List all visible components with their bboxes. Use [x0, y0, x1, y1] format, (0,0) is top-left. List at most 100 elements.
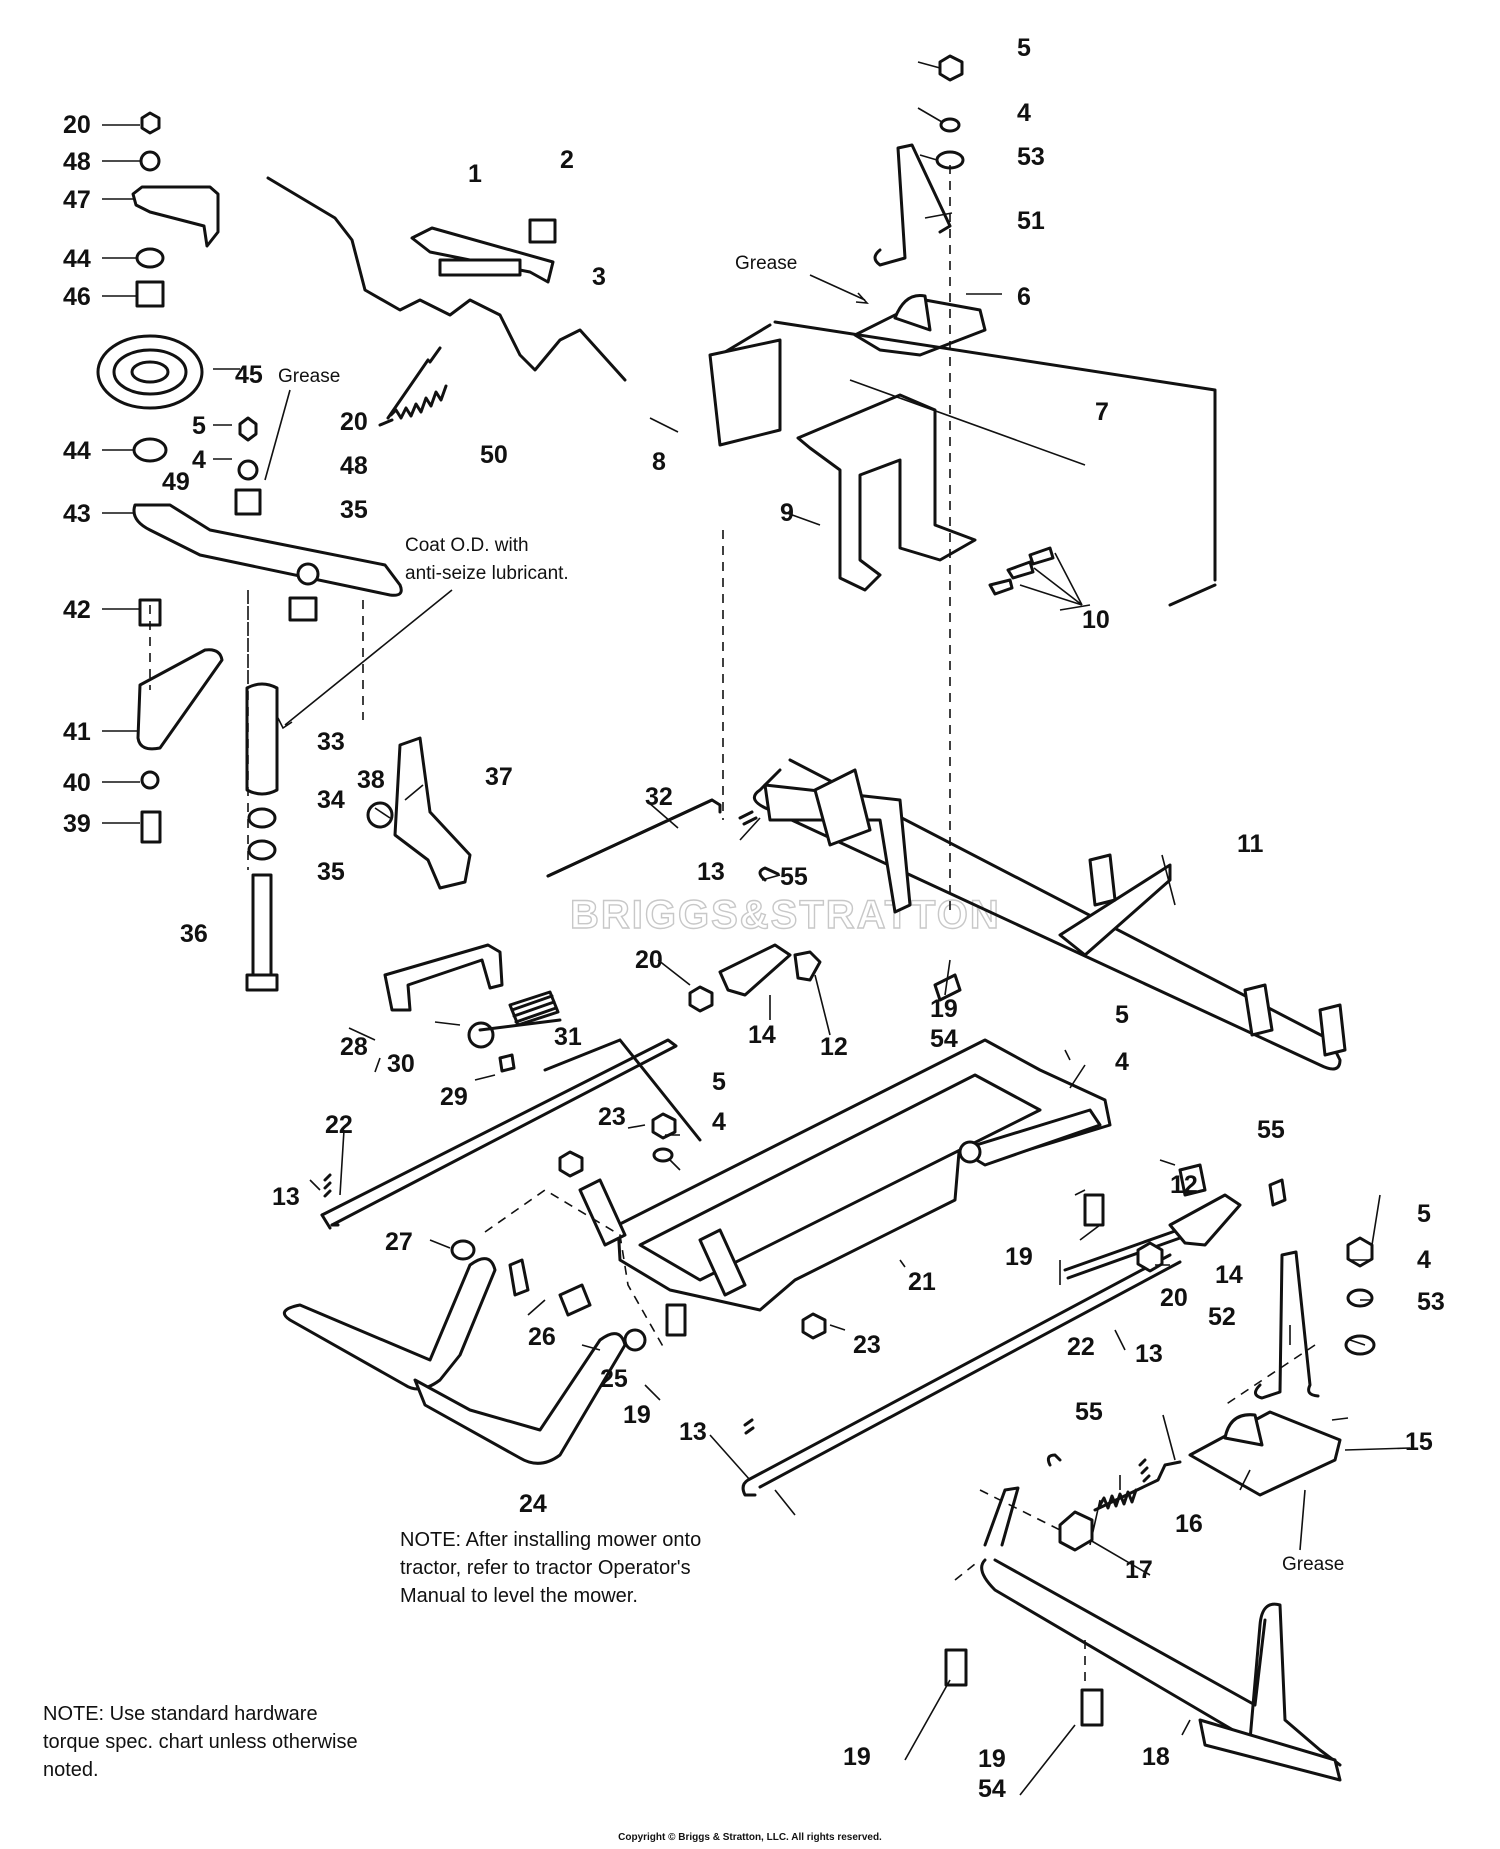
install-note: NOTE: After installing mower onto tracto…	[400, 1529, 702, 1607]
linkage-group	[366, 736, 822, 1073]
front-bracket-group	[708, 54, 1217, 910]
rear-hanger-group	[944, 1236, 1376, 1782]
callout-13: 13	[1135, 1340, 1163, 1368]
callout-1: 1	[468, 160, 482, 188]
callout-20: 20	[63, 111, 91, 139]
callout-13: 13	[272, 1183, 300, 1211]
callout-26: 26	[528, 1323, 556, 1351]
callout-48: 48	[63, 148, 91, 176]
callout-5: 5	[1115, 1001, 1129, 1029]
callout-4: 4	[1115, 1048, 1129, 1076]
callout-51: 51	[1017, 207, 1045, 235]
callout-3: 3	[592, 263, 606, 291]
callout-6: 6	[1017, 283, 1031, 311]
callout-8: 8	[652, 448, 666, 476]
lift-shaft-group	[752, 758, 1347, 1071]
callout-42: 42	[63, 596, 91, 624]
callout-19: 19	[978, 1745, 1006, 1773]
watermark: BRIGGS&STRATTON	[570, 893, 1001, 937]
callout-34: 34	[317, 786, 345, 814]
callout-19: 19	[843, 1743, 871, 1771]
callout-4: 4	[712, 1108, 726, 1136]
callout-4: 4	[192, 446, 206, 474]
hitch-plate-group	[478, 1018, 1112, 1351]
callout-27: 27	[385, 1228, 413, 1256]
grease-label: Grease	[735, 253, 797, 274]
idler-assembly	[96, 111, 403, 992]
callout-5: 5	[192, 412, 206, 440]
callout-43: 43	[63, 500, 91, 528]
callout-23: 23	[598, 1103, 626, 1131]
callout-18: 18	[1142, 1743, 1170, 1771]
callout-47: 47	[63, 186, 91, 214]
callout-44: 44	[63, 245, 91, 273]
callout-48: 48	[340, 452, 368, 480]
callout-55: 55	[1075, 1398, 1103, 1426]
callout-28: 28	[340, 1033, 368, 1061]
callout-55: 55	[1257, 1116, 1285, 1144]
front-links-group	[282, 1038, 1287, 1497]
callout-54: 54	[930, 1025, 958, 1053]
callout-49: 49	[162, 468, 190, 496]
callout-12: 12	[1170, 1171, 1198, 1199]
callout-30: 30	[387, 1050, 415, 1078]
callout-numbers: 20 48 47 44 46 45 5 4 44 49 43 42 41 40 …	[63, 34, 1445, 1803]
callout-36: 36	[180, 920, 208, 948]
callout-35: 35	[317, 858, 345, 886]
callout-20: 20	[635, 946, 663, 974]
callout-10: 10	[1082, 606, 1110, 634]
callout-37: 37	[485, 763, 513, 791]
callout-17: 17	[1125, 1556, 1153, 1584]
callout-20: 20	[340, 408, 368, 436]
callout-54: 54	[978, 1775, 1006, 1803]
callout-39: 39	[63, 810, 91, 838]
callout-29: 29	[440, 1083, 468, 1111]
callout-4: 4	[1417, 1246, 1431, 1274]
callout-41: 41	[63, 718, 91, 746]
callout-53: 53	[1017, 143, 1045, 171]
lubricant-label-line1: Coat O.D. with	[405, 535, 529, 556]
callout-5: 5	[1017, 34, 1031, 62]
callout-13: 13	[697, 858, 725, 886]
callout-44: 44	[63, 437, 91, 465]
callout-45: 45	[235, 361, 263, 389]
callout-25: 25	[600, 1365, 628, 1393]
callout-15: 15	[1405, 1428, 1433, 1456]
callout-leaders	[309, 61, 1411, 1796]
callout-14: 14	[748, 1021, 776, 1049]
callout-22: 22	[325, 1111, 353, 1139]
callout-20: 20	[1160, 1284, 1188, 1312]
callout-23: 23	[853, 1331, 881, 1359]
callout-16: 16	[1175, 1510, 1203, 1538]
callout-9: 9	[780, 499, 794, 527]
lubricant-label-line2: anti-seize lubricant.	[405, 563, 569, 584]
callout-2: 2	[560, 146, 574, 174]
callout-5: 5	[712, 1068, 726, 1096]
copyright-footer: Copyright © Briggs & Stratton, LLC. All …	[618, 1832, 882, 1843]
callout-19: 19	[623, 1401, 651, 1429]
callout-55: 55	[780, 863, 808, 891]
callout-19: 19	[930, 995, 958, 1023]
callout-35: 35	[340, 496, 368, 524]
callout-7: 7	[1095, 398, 1109, 426]
callout-4: 4	[1017, 99, 1031, 127]
callout-52: 52	[1208, 1303, 1236, 1331]
callout-13: 13	[679, 1418, 707, 1446]
callout-11: 11	[1237, 830, 1264, 858]
grease-label: Grease	[278, 366, 340, 387]
callout-12: 12	[820, 1033, 848, 1061]
callout-32: 32	[645, 783, 673, 811]
callout-19: 19	[1005, 1243, 1033, 1271]
callout-33: 33	[317, 728, 345, 756]
callout-22: 22	[1067, 1333, 1095, 1361]
callout-21: 21	[908, 1268, 936, 1296]
callout-24: 24	[519, 1490, 547, 1518]
hardware-note: NOTE: Use standard hardware torque spec.…	[43, 1703, 358, 1781]
callout-53: 53	[1417, 1288, 1445, 1316]
grease-label: Grease	[1282, 1554, 1344, 1575]
callout-14: 14	[1215, 1261, 1243, 1289]
callout-31: 31	[554, 1023, 582, 1051]
callout-40: 40	[63, 769, 91, 797]
lift-rod-group	[266, 176, 627, 427]
